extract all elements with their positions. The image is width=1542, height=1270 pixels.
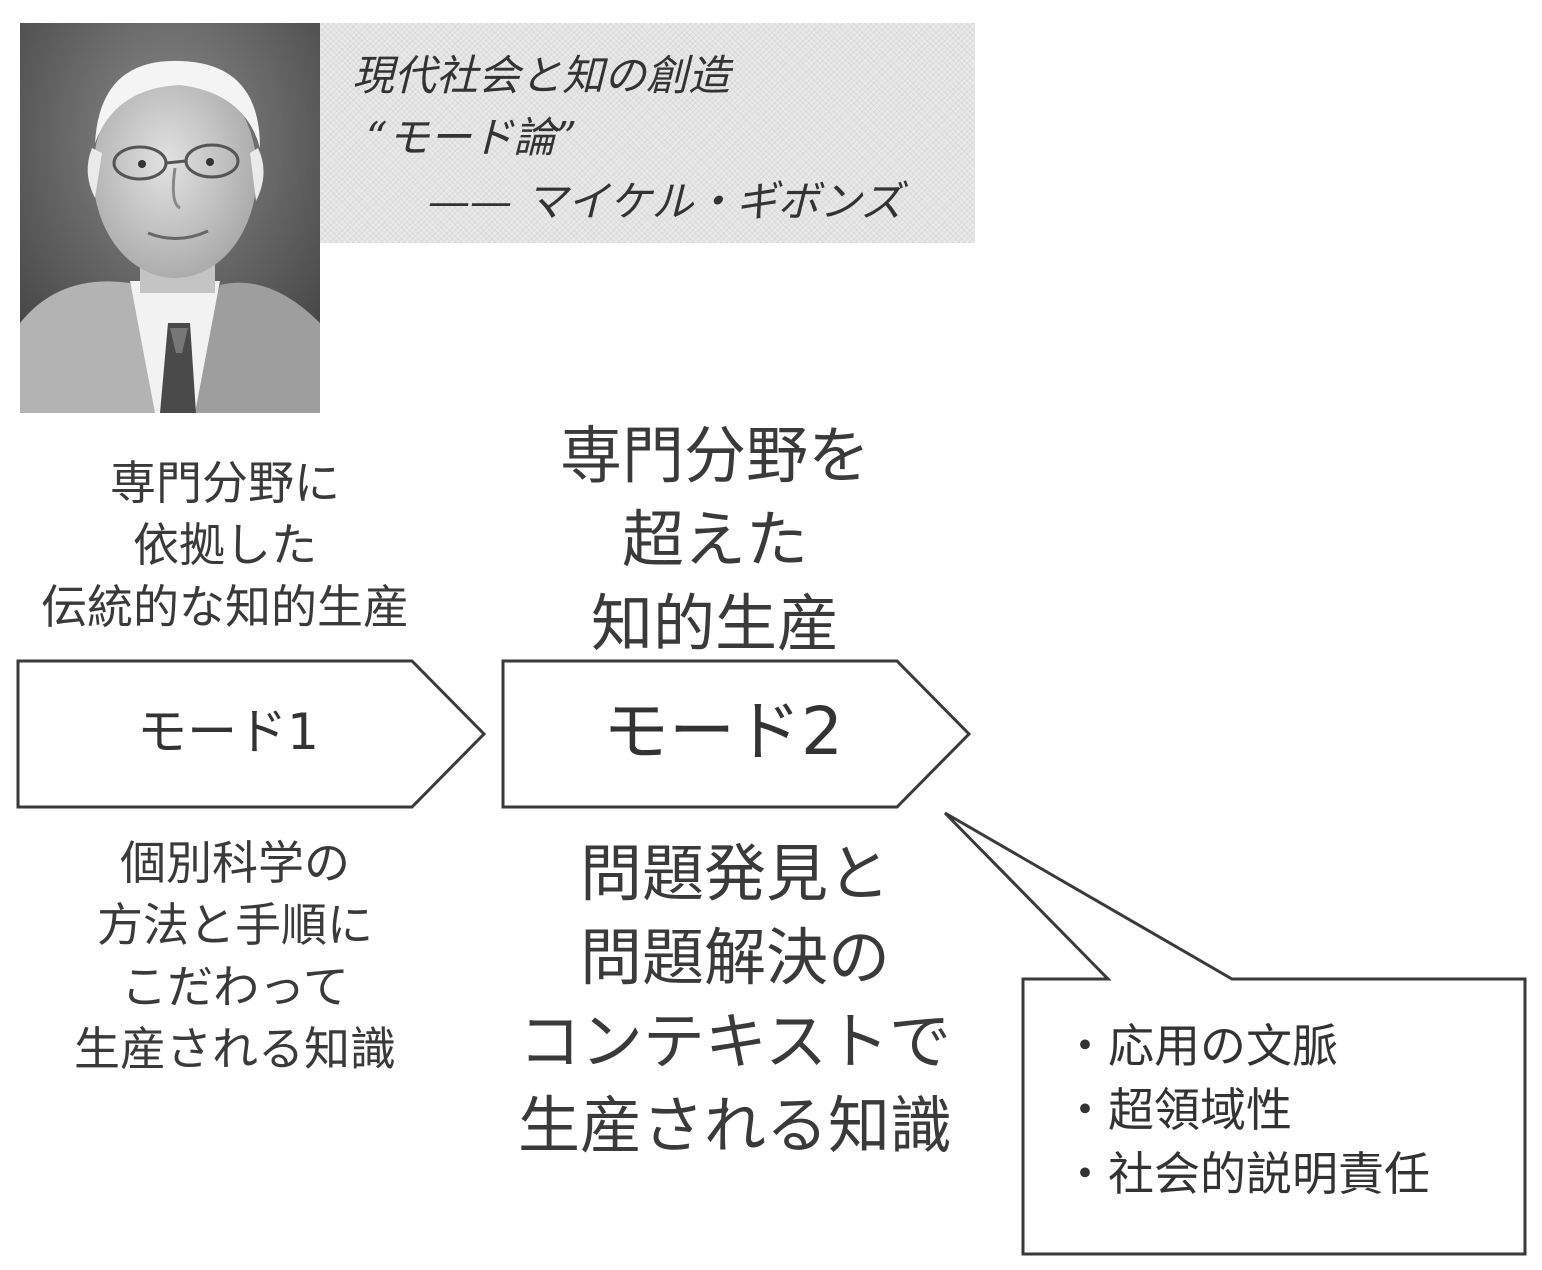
mode1-label: モード1 (137, 703, 319, 761)
mode2-knowledge: 問題発見と 問題解決の コンテキストで 生産される知識 (480, 832, 990, 1168)
mode1-arrow-shape (16, 659, 487, 809)
mode2-description: 専門分野を 超えた 知的生産 (480, 414, 950, 666)
author-name: —— マイケル・ギボンズ (428, 177, 903, 226)
callout-item: ・応用の文脈 (1062, 1019, 1338, 1073)
title-box: 現代社会と知の創造 “モード論” —— マイケル・ギボンズ (320, 23, 975, 243)
mode1-description-line: 伝統的な知的生産 (41, 580, 409, 634)
mode2-knowledge-line: 問題発見と (579, 837, 890, 910)
callout-list: ・応用の文脈 ・超領域性 ・社会的説明責任 (1062, 1014, 1430, 1206)
book-subtitle: “モード論” (366, 113, 577, 162)
portrait-photo-icon (20, 23, 320, 413)
mode2-description-line: 超えた (621, 503, 808, 576)
callout-item: ・社会的説明責任 (1062, 1147, 1430, 1201)
mode1-knowledge: 個別科学の 方法と手順に こだわって 生産される知識 (0, 832, 470, 1080)
mode2-knowledge-line: 生産される知識 (517, 1089, 952, 1162)
callout-item: ・超領域性 (1062, 1083, 1292, 1137)
mode1-knowledge-line: 生産される知識 (74, 1022, 396, 1076)
book-title: 現代社会と知の創造 (352, 51, 731, 100)
mode1-knowledge-line: 方法と手順に (97, 898, 373, 952)
mode2-arrow-shape (501, 659, 972, 809)
mode1-description-line: 専門分野に (110, 456, 340, 510)
mode2-description-line: 知的生産 (590, 587, 839, 660)
mode1-description: 専門分野に 依拠した 伝統的な知的生産 (0, 452, 450, 638)
mode2-knowledge-line: 問題解決の (579, 921, 890, 994)
callout-box-shape (943, 811, 1527, 1256)
mode1-description-line: 依拠した (133, 518, 317, 572)
portrait-photo (20, 23, 320, 413)
mode2-label: モード2 (603, 693, 843, 770)
mode1-knowledge-line: 個別科学の (120, 836, 350, 890)
mode2-knowledge-line: コンテキストで (518, 1005, 952, 1078)
mode2-description-line: 専門分野を (559, 419, 870, 492)
mode1-knowledge-line: こだわって (121, 960, 349, 1014)
